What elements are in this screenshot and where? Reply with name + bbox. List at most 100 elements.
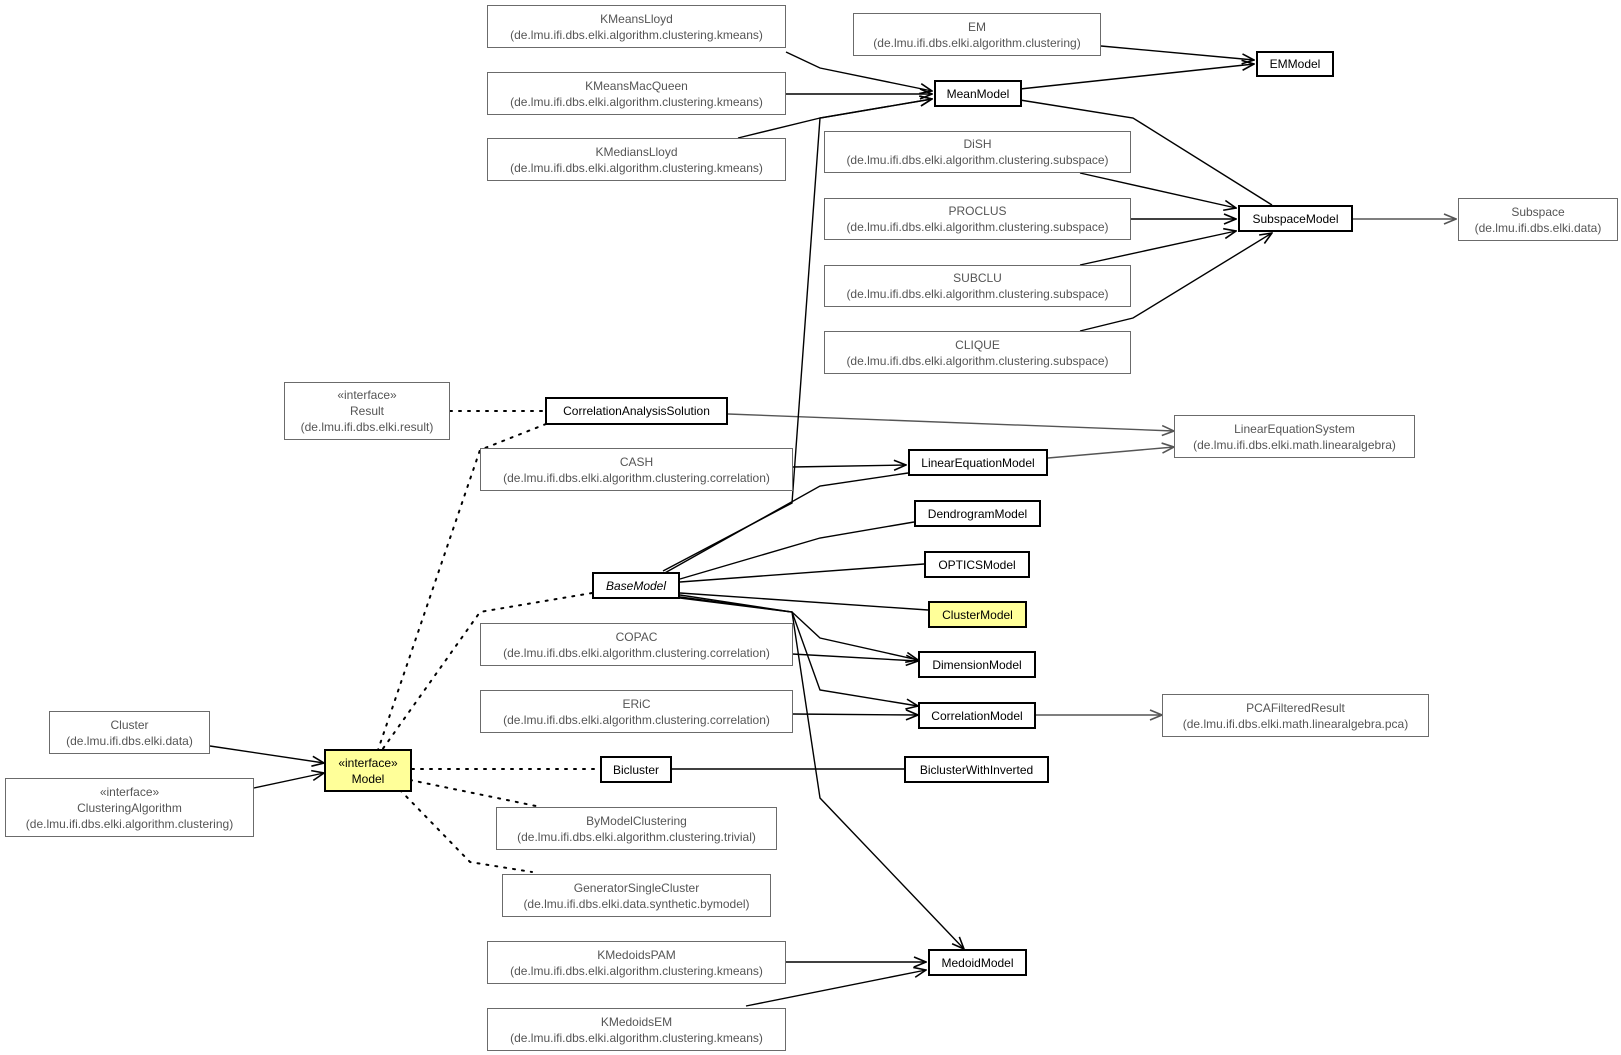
class-subspace[interactable]: Subspace (de.lmu.ifi.dbs.elki.data) (1458, 198, 1618, 241)
class-name: ClusteringAlgorithm (77, 800, 182, 815)
edge-cluster-model (209, 745, 324, 763)
edge-clique-subspacemodel (1079, 233, 1272, 332)
class-name: Result (349, 404, 384, 418)
class-name: LinearEquationSystem (1234, 421, 1355, 436)
class-package: (de.lmu.ifi.dbs.elki.algorithm.clusterin… (503, 470, 770, 485)
class-biclusterwithinverted[interactable]: BiclusterWithInverted (904, 756, 1049, 783)
class-basemodel[interactable]: BaseModel (592, 572, 680, 599)
interface-stereotype: «interface» (337, 388, 397, 402)
class-package: (de.lmu.ifi.dbs.elki.algorithm.clusterin… (846, 153, 1109, 167)
class-name: KMeansMacQueen (585, 78, 688, 93)
class-name: ClusterModel (942, 607, 1013, 622)
class-name: Subspace (1511, 204, 1565, 219)
edge-basemodel-clustermodel (679, 592, 929, 611)
class-cluster[interactable]: Cluster (de.lmu.ifi.dbs.elki.data) (49, 711, 210, 754)
class-name: Cluster (110, 717, 149, 732)
class-package: (de.lmu.ifi.dbs.elki.math.linearalgebra.… (1182, 716, 1409, 731)
interface-stereotype: «interface» (338, 755, 398, 770)
class-kmedoidsem[interactable]: KMedoidsEM (de.lmu.ifi.dbs.elki.algorith… (487, 1008, 786, 1051)
class-name: COPAC (615, 629, 658, 644)
class-name: SUBCLU (953, 271, 1002, 285)
class-proclus[interactable]: PROCLUS (de.lmu.ifi.dbs.elki.algorithm.c… (824, 198, 1131, 240)
class-dimensionmodel[interactable]: DimensionModel (918, 651, 1036, 678)
edge-copac-dimensionmodel (791, 653, 918, 661)
class-name: EM (968, 19, 986, 34)
class-package: (de.lmu.ifi.dbs.elki.algorithm.clusterin… (846, 220, 1109, 234)
class-package: (de.lmu.ifi.dbs.elki.algorithm.clusterin… (503, 645, 770, 660)
class-subclu[interactable]: SUBCLU (de.lmu.ifi.dbs.elki.algorithm.cl… (824, 265, 1131, 307)
edge-subclu-subspacemodel (1079, 231, 1236, 266)
class-dish[interactable]: DiSH (de.lmu.ifi.dbs.elki.algorithm.clus… (824, 131, 1131, 173)
class-package: (de.lmu.ifi.dbs.elki.algorithm.clusterin… (517, 829, 756, 844)
class-name: PCAFilteredResult (1246, 700, 1345, 715)
class-opticsmodel[interactable]: OPTICSModel (924, 551, 1030, 578)
class-name: PROCLUS (948, 204, 1007, 218)
class-meanmodel[interactable]: MeanModel (934, 80, 1022, 107)
class-package: (de.lmu.ifi.dbs.elki.algorithm.clusterin… (510, 160, 763, 175)
class-copac[interactable]: COPAC (de.lmu.ifi.dbs.elki.algorithm.clu… (480, 623, 793, 666)
class-name: BaseModel (605, 578, 667, 593)
class-name: ERiC (622, 696, 651, 711)
class-package: (de.lmu.ifi.dbs.elki.algorithm.clusterin… (510, 94, 763, 109)
class-generatorsinglecluster[interactable]: GeneratorSingleCluster (de.lmu.ifi.dbs.e… (502, 874, 771, 917)
class-package: (de.lmu.ifi.dbs.elki.algorithm.clusterin… (510, 27, 763, 42)
class-name: LinearEquationModel (921, 455, 1035, 470)
class-package: (de.lmu.ifi.dbs.elki.algorithm.clusterin… (25, 816, 234, 831)
edge-basemodel-meanmodel (662, 99, 932, 572)
class-name: Model (351, 771, 385, 786)
class-name: SubspaceModel (1252, 211, 1339, 226)
class-package: (de.lmu.ifi.dbs.elki.algorithm.clusterin… (510, 963, 763, 978)
interface-model[interactable]: «interface» Model (324, 749, 412, 792)
class-pcafilteredresult[interactable]: PCAFilteredResult (de.lmu.ifi.dbs.elki.m… (1162, 694, 1429, 737)
interface-clusteringalgorithm[interactable]: «interface» ClusteringAlgorithm (de.lmu.… (5, 778, 254, 837)
class-package: (de.lmu.ifi.dbs.elki.algorithm.clusterin… (510, 1030, 763, 1045)
class-em[interactable]: EM (de.lmu.ifi.dbs.elki.algorithm.cluste… (853, 13, 1101, 56)
class-name: OPTICSModel (938, 557, 1016, 572)
edge-em-emmodel (1100, 45, 1254, 60)
edge-dish-subspacemodel (1079, 172, 1236, 208)
class-cash[interactable]: CASH (de.lmu.ifi.dbs.elki.algorithm.clus… (480, 448, 793, 491)
interface-result[interactable]: «interface» Result (de.lmu.ifi.dbs.elki.… (284, 382, 450, 440)
class-package: (de.lmu.ifi.dbs.elki.algorithm.clusterin… (873, 35, 1081, 50)
class-name: DimensionModel (932, 657, 1022, 672)
class-subspacemodel[interactable]: SubspaceModel (1238, 205, 1353, 232)
class-name: CorrelationAnalysisSolution (563, 404, 710, 418)
class-correlationmodel[interactable]: CorrelationModel (918, 702, 1036, 729)
edge-basemodel-medoidmodel (679, 597, 964, 949)
edge-basemodel-linearequationmodel (662, 472, 909, 575)
class-name: KMedoidsEM (600, 1014, 673, 1029)
edge-linearequationmodel-linearequationsystem (1047, 447, 1174, 459)
class-name: CorrelationModel (931, 708, 1023, 723)
class-bymodelclustering[interactable]: ByModelClustering (de.lmu.ifi.dbs.elki.a… (496, 807, 777, 850)
class-name: MeanModel (946, 86, 1010, 101)
class-name: DendrogramModel (927, 506, 1028, 521)
edge-kmedoidsem-medoidmodel (745, 970, 926, 1007)
class-linearequationsystem[interactable]: LinearEquationSystem (de.lmu.ifi.dbs.elk… (1174, 415, 1415, 458)
class-package: (de.lmu.ifi.dbs.elki.data.synthetic.bymo… (523, 896, 750, 911)
edge-basemodel-dimensionmodel (679, 594, 918, 660)
class-name: BiclusterWithInverted (919, 762, 1034, 777)
edge-meanmodel-subspacemodel (1019, 99, 1273, 206)
realization-bymodelclustering-model (409, 779, 537, 807)
edge-eric-correlationmodel (791, 714, 918, 715)
class-linearequationmodel[interactable]: LinearEquationModel (908, 449, 1048, 476)
class-clustermodel[interactable]: ClusterModel (928, 601, 1027, 628)
class-package: (de.lmu.ifi.dbs.elki.algorithm.clusterin… (503, 712, 770, 727)
class-kmedianslloyd[interactable]: KMediansLloyd (de.lmu.ifi.dbs.elki.algor… (487, 138, 786, 181)
class-kmedoidspam[interactable]: KMedoidsPAM (de.lmu.ifi.dbs.elki.algorit… (487, 941, 786, 984)
class-kmeansmacqueen[interactable]: KMeansMacQueen (de.lmu.ifi.dbs.elki.algo… (487, 72, 786, 115)
class-package: (de.lmu.ifi.dbs.elki.algorithm.clusterin… (846, 353, 1109, 368)
interface-stereotype: «interface» (99, 784, 160, 799)
class-eric[interactable]: ERiC (de.lmu.ifi.dbs.elki.algorithm.clus… (480, 690, 793, 733)
class-package: (de.lmu.ifi.dbs.elki.algorithm.clusterin… (846, 287, 1109, 301)
class-medoidmodel[interactable]: MedoidModel (928, 949, 1027, 976)
class-clique[interactable]: CLIQUE (de.lmu.ifi.dbs.elki.algorithm.cl… (824, 331, 1131, 374)
class-emmodel[interactable]: EMModel (1256, 51, 1334, 77)
class-correlationanalysissolution[interactable]: CorrelationAnalysisSolution (545, 397, 728, 425)
class-name: DiSH (963, 137, 992, 151)
class-dendrogrammodel[interactable]: DendrogramModel (914, 500, 1041, 527)
class-name: Bicluster (612, 762, 659, 777)
class-kmeanslloyd[interactable]: KMeansLloyd (de.lmu.ifi.dbs.elki.algorit… (487, 5, 786, 48)
class-bicluster[interactable]: Bicluster (600, 756, 672, 783)
